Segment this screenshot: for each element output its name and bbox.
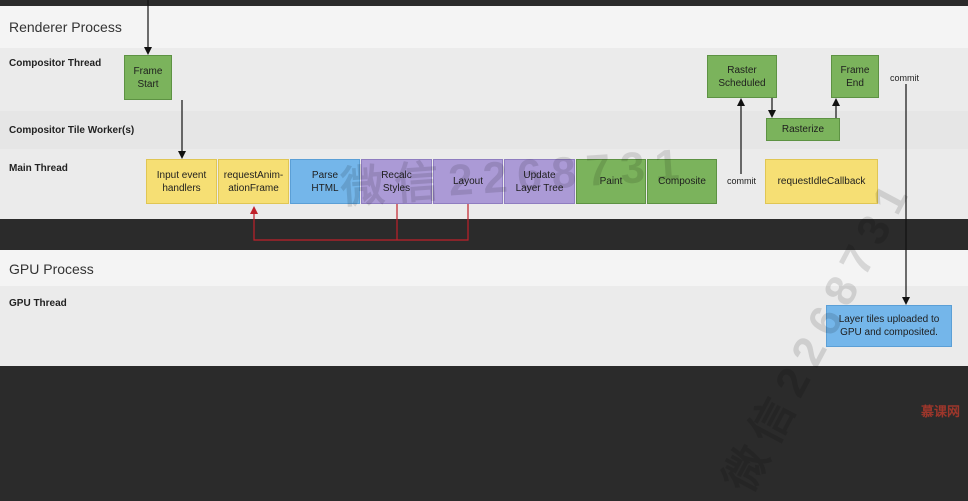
- gpu-thread-lane: [0, 286, 968, 366]
- renderer-process-header: [0, 6, 968, 48]
- compositor-thread-label: Compositor Thread: [9, 58, 102, 69]
- layout-box: Layout: [433, 159, 503, 204]
- gpu-process-header: [0, 250, 968, 286]
- rasterize-box: Rasterize: [766, 118, 840, 141]
- recalc-styles-box: Recalc Styles: [361, 159, 432, 204]
- renderer-process-title: Renderer Process: [9, 19, 122, 35]
- frame-end-box: Frame End: [831, 55, 879, 98]
- update-layer-tree-box: Update Layer Tree: [504, 159, 575, 204]
- commit-note-top: commit: [890, 73, 919, 83]
- gpu-upload-box: Layer tiles uploaded to GPU and composit…: [826, 305, 952, 347]
- paint-box: Paint: [576, 159, 646, 204]
- logo: 慕课网: [920, 404, 960, 419]
- gpu-process-title: GPU Process: [9, 261, 94, 277]
- frame-start-box: Frame Start: [124, 55, 172, 100]
- commit-note-main: commit: [727, 176, 756, 186]
- tile-worker-label: Compositor Tile Worker(s): [9, 125, 135, 136]
- request-idle-callback-box: requestIdleCallback: [765, 159, 878, 204]
- main-thread-label: Main Thread: [9, 163, 68, 174]
- flow-arrows: [144, 0, 910, 305]
- parse-html-box: Parse HTML: [290, 159, 360, 204]
- input-event-handlers-box: Input event handlers: [146, 159, 217, 204]
- forced-layout-loop-arrow: [250, 204, 469, 241]
- request-animation-frame-box: requestAnim- ationFrame: [218, 159, 289, 204]
- composite-box: Composite: [647, 159, 717, 204]
- raster-scheduled-box: Raster Scheduled: [707, 55, 777, 98]
- gpu-thread-label: GPU Thread: [9, 298, 67, 309]
